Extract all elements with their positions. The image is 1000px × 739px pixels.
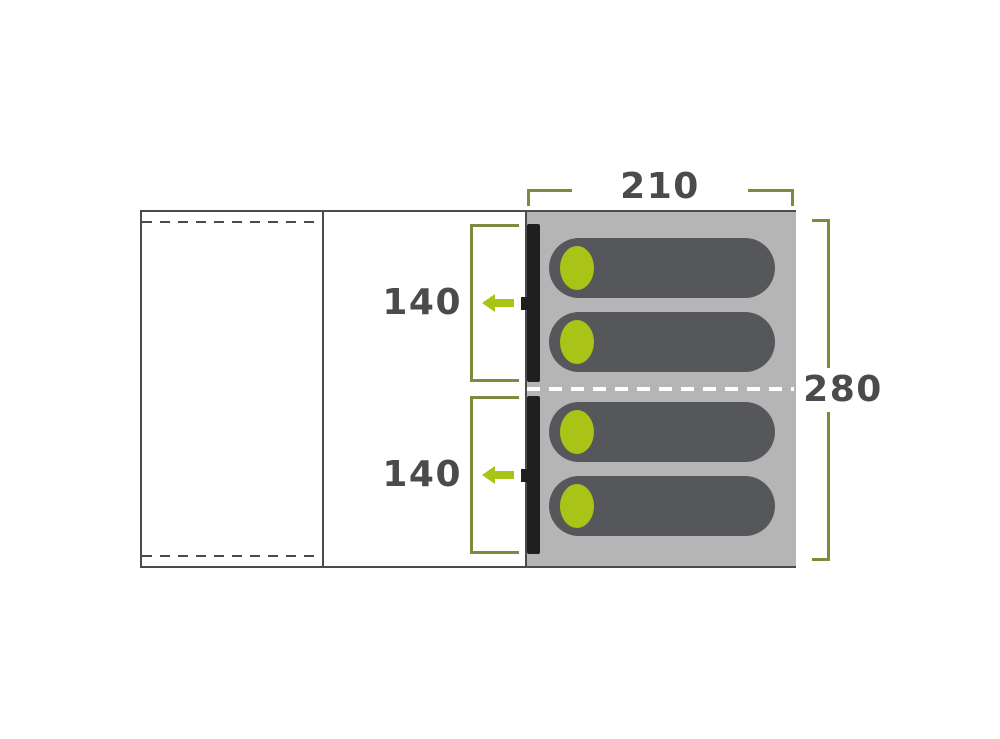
width-dimension-tick-left — [527, 189, 530, 206]
bedroom-top-dimension-tick-top — [470, 224, 519, 227]
porch-groundsheet-dashed-top — [142, 221, 322, 223]
entrance-arrow-top-icon — [482, 294, 514, 312]
depth-dimension-tick-top — [812, 219, 830, 222]
depth-dimension-label: 280 — [797, 368, 889, 412]
sleeping-bag-icon — [549, 402, 775, 462]
door-zip-tab-icon — [521, 469, 527, 482]
width-dimension-label: 210 — [572, 167, 748, 207]
bedroom-top-dimension-label: 140 — [382, 282, 462, 323]
bedroom-door-top — [521, 224, 540, 382]
sleeping-bag-icon — [549, 312, 775, 372]
pillow-icon — [560, 320, 594, 364]
sleeping-bag-icon — [549, 238, 775, 298]
bedroom-door-bottom — [521, 396, 540, 554]
bedroom-bottom-dimension-label: 140 — [382, 454, 462, 495]
bedroom-bottom-dimension-line — [470, 396, 473, 554]
pillow-icon — [560, 410, 594, 454]
bedroom-top-dimension-line — [470, 224, 473, 382]
pillow-icon — [560, 484, 594, 528]
bedroom-bottom-dimension-tick-top — [470, 396, 519, 399]
pillow-icon — [560, 246, 594, 290]
sleeping-bag-icon — [549, 476, 775, 536]
depth-dimension-tick-bottom — [812, 558, 830, 561]
bedroom-top-dimension-tick-bottom — [470, 379, 519, 382]
entrance-arrow-bottom-icon — [482, 466, 514, 484]
bedroom-divider-dashed — [527, 387, 794, 391]
width-dimension-tick-right — [791, 189, 794, 206]
door-zip-tab-icon — [521, 297, 527, 310]
bedroom-bottom-dimension-tick-bottom — [470, 551, 519, 554]
section-divider — [322, 212, 324, 566]
porch-groundsheet-dashed-bottom — [142, 555, 322, 557]
